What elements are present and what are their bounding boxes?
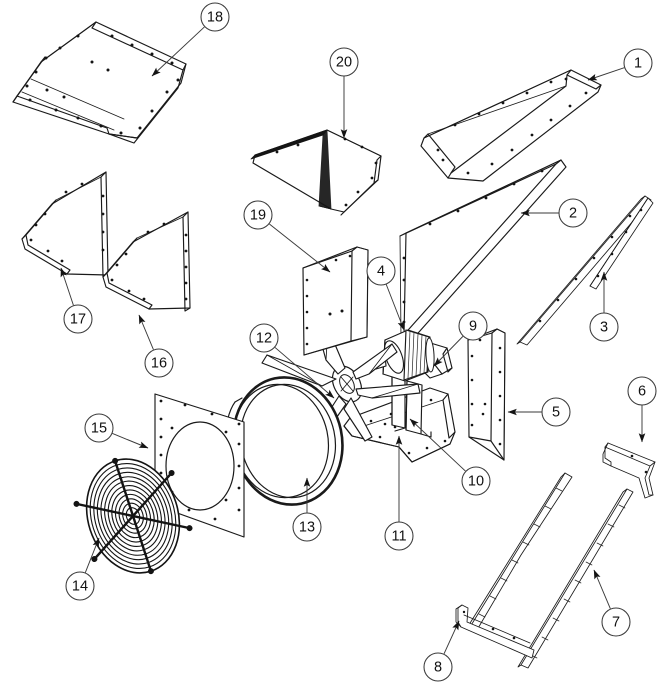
callout-circle-16[interactable] [144,348,174,378]
leader-line-18 [151,26,205,77]
callout-circle-20[interactable] [329,47,359,77]
part-16-right-corner-gusset [102,211,191,312]
callout-8[interactable]: 8 [423,652,453,682]
callout-9[interactable]: 9 [458,311,488,341]
part-8-cross-frame-rail [455,472,573,659]
callout-circle-3[interactable] [589,312,619,342]
callout-circle-4[interactable] [366,256,396,286]
callout-5[interactable]: 5 [541,397,571,427]
callout-7[interactable]: 7 [601,607,631,637]
part-3-diagonal-brace-rail [516,195,654,346]
callout-16[interactable]: 16 [144,348,174,378]
callout-4[interactable]: 4 [366,256,396,286]
callout-number-12: 12 [256,331,272,347]
callout-number-15: 15 [91,421,107,437]
callout-11[interactable]: 11 [384,521,414,551]
callout-number-2: 2 [569,206,577,222]
callout-number-6: 6 [638,384,646,400]
callout-number-7: 7 [612,615,620,631]
callout-circle-12[interactable] [249,323,279,353]
leader-line-19 [269,223,331,273]
callout-2[interactable]: 2 [558,198,588,228]
leader-line-10 [409,418,466,472]
callout-circle-10[interactable] [461,466,491,496]
part-15-venturi-mounting-plate [154,393,245,538]
callout-number-4: 4 [377,264,385,280]
callout-number-13: 13 [299,520,315,536]
part-5-rectangular-access-panel [467,328,506,461]
callout-circle-9[interactable] [458,311,488,341]
callout-circle-14[interactable] [65,571,95,601]
callout-circle-8[interactable] [423,652,453,682]
callout-17[interactable]: 17 [63,304,93,334]
callout-circle-17[interactable] [63,304,93,334]
callout-number-10: 10 [468,474,484,490]
callout-20[interactable]: 20 [329,47,359,77]
part-1-long-narrow-roof-panel [420,69,602,182]
callout-number-18: 18 [207,10,223,26]
part-7-long-frame-rail [517,488,634,669]
part-13-fan-shroud-ring [224,376,344,506]
callout-number-1: 1 [634,56,642,72]
part-18-curved-top-cover [12,21,187,144]
part-6-u-shaped-frame-bracket [602,442,656,499]
callout-number-14: 14 [72,579,88,595]
callout-number-20: 20 [336,55,352,71]
part-2-large-triangular-side-panel [399,159,567,342]
leader-line-4 [385,284,405,331]
leader-line-8 [443,620,460,655]
part-19-interior-divider-panel [302,246,369,356]
callout-circle-11[interactable] [384,521,414,551]
callout-number-3: 3 [600,320,608,336]
callout-number-5: 5 [552,405,560,421]
leader-line-12 [274,347,335,399]
callout-circle-1[interactable] [623,48,653,78]
callout-leaders [60,26,646,655]
part-17-left-corner-gusset [21,171,109,278]
callout-14[interactable]: 14 [65,571,95,601]
callout-circle-19[interactable] [243,200,273,230]
callout-15[interactable]: 15 [84,413,114,443]
callout-10[interactable]: 10 [461,466,491,496]
leader-line-17 [60,267,74,306]
callout-circle-18[interactable] [200,2,230,32]
callout-number-19: 19 [250,208,266,224]
callout-18[interactable]: 18 [200,2,230,32]
leader-line-9 [433,336,464,367]
callout-circle-5[interactable] [541,397,571,427]
callout-number-9: 9 [469,319,477,335]
callout-3[interactable]: 3 [589,312,619,342]
callout-circle-6[interactable] [627,376,657,406]
leader-line-1 [587,67,625,81]
part-20-flat-lid-panel [250,129,382,216]
leader-line-16 [138,314,154,350]
callout-number-8: 8 [434,660,442,676]
callout-number-17: 17 [70,312,86,328]
callout-13[interactable]: 13 [292,512,322,542]
callout-circle-7[interactable] [601,607,631,637]
callout-circle-15[interactable] [84,413,114,443]
leader-line-7 [593,569,611,609]
callout-circle-13[interactable] [292,512,322,542]
callout-19[interactable]: 19 [243,200,273,230]
part-14-fan-guard-grille [73,457,193,575]
callout-1[interactable]: 1 [623,48,653,78]
callout-circle-2[interactable] [558,198,588,228]
callout-12[interactable]: 12 [249,323,279,353]
callout-6[interactable]: 6 [627,376,657,406]
callout-number-11: 11 [391,529,406,545]
leader-line-15 [112,433,149,449]
callout-number-16: 16 [151,356,167,372]
leader-line-14 [84,537,100,573]
